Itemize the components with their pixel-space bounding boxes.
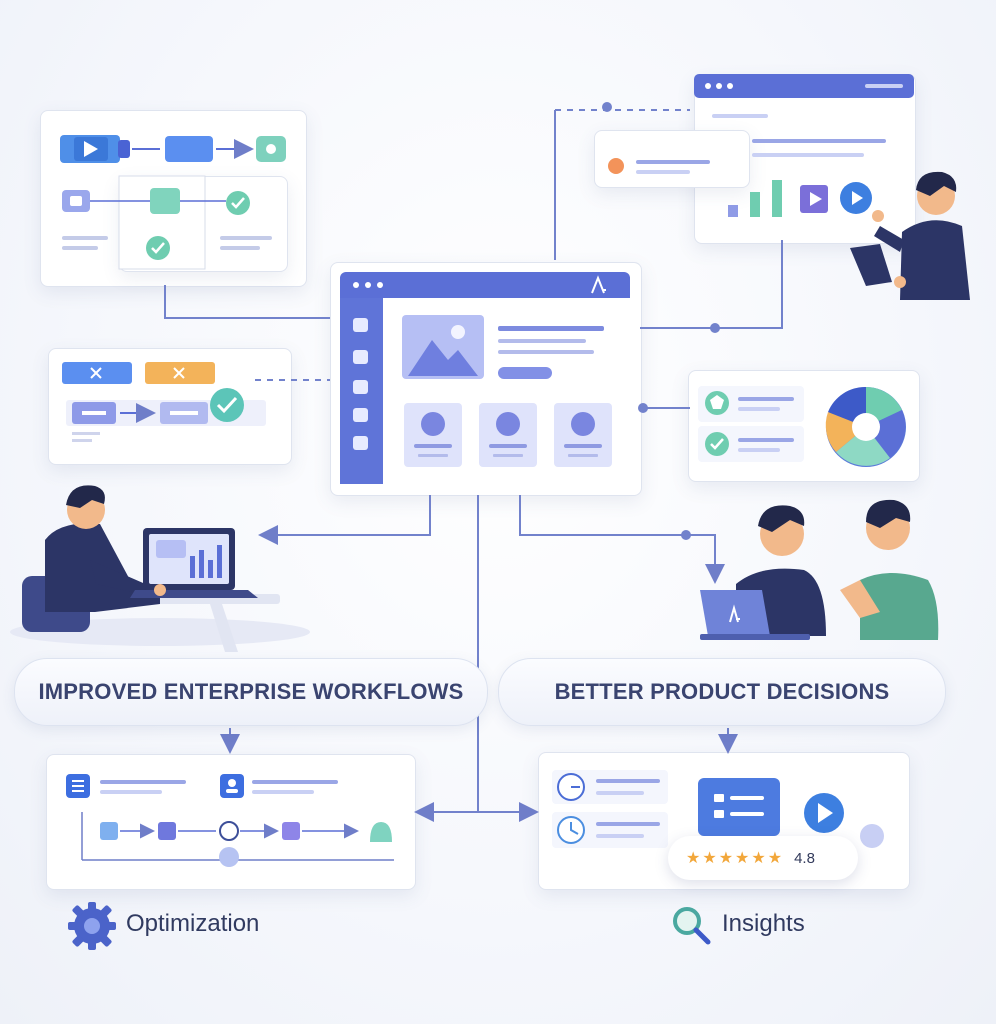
meeting-people [700,499,939,640]
floating-notification [608,158,710,174]
insights-caption: Insights [722,910,805,938]
workflows-pill: IMPROVED ENTERPRISE WORKFLOWS [14,658,488,726]
presentation-window [694,74,914,217]
stats-card [698,386,906,467]
notification-panel [594,130,750,188]
workflow-card-top-left [60,135,286,270]
rating-badge: ★★★★★★ 4.8 [668,836,858,880]
rating-value: 4.8 [794,849,815,867]
workflow-card-mid-left [62,362,266,442]
optimization-caption: Optimization [126,910,259,938]
central-dashboard [340,272,630,484]
workflows-label: IMPROVED ENTERPRISE WORKFLOWS [38,679,464,704]
gear-icon [68,902,116,950]
decisions-label: BETTER PRODUCT DECISIONS [554,679,890,704]
optimization-label: Optimization [126,910,260,937]
decisions-pill: BETTER PRODUCT DECISIONS [498,658,946,726]
star-rating-icon: ★★★★★★ [686,850,785,867]
presenter-person [850,171,970,300]
insights-label: Insights [722,910,805,937]
insights-card [552,770,884,848]
process-card [66,774,394,867]
person-at-desk [10,485,310,652]
magnifier-icon [673,907,711,945]
